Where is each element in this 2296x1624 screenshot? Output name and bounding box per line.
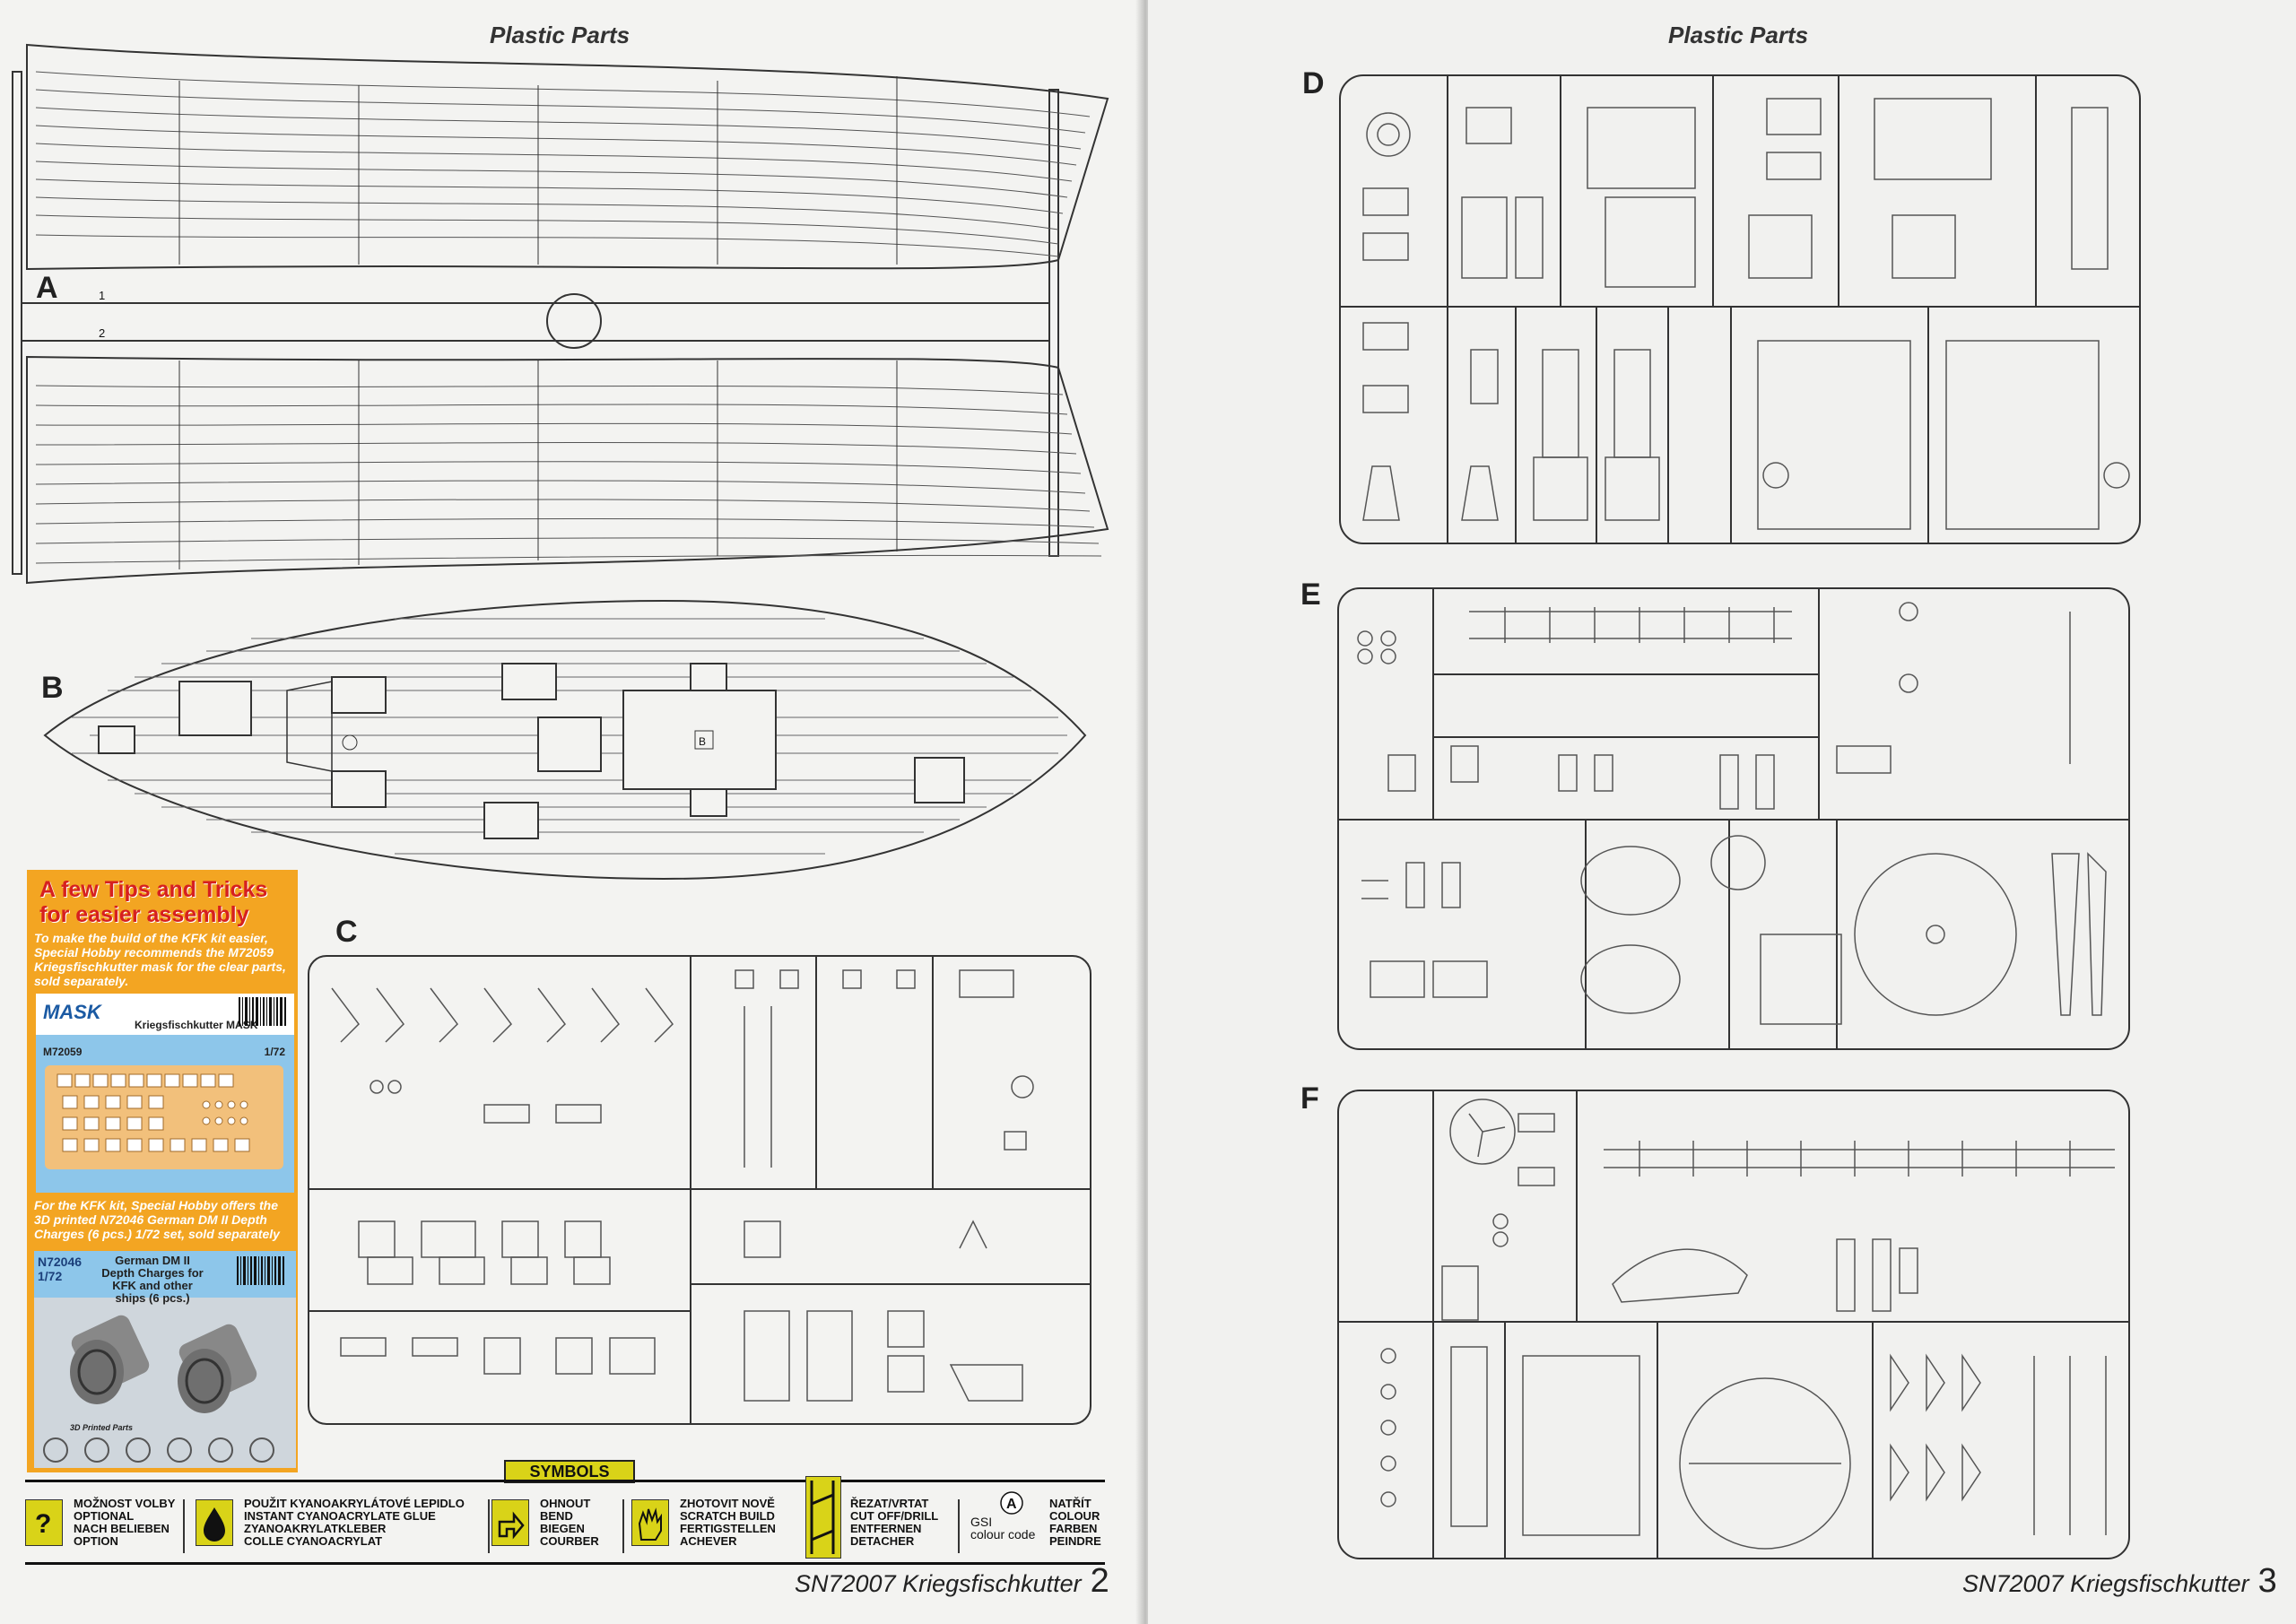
tips-text-depth-charges: For the KFK kit, Special Hobby offers th… <box>34 1198 280 1241</box>
cut-icon <box>805 1476 841 1559</box>
sprue-label-e: E <box>1300 578 1321 612</box>
sprue-b-deck-drawing: B <box>43 599 1087 881</box>
sprue-label-b: B <box>41 671 64 705</box>
tips-title: A few Tips and Tricks for easier assembl… <box>39 877 268 927</box>
mask-product-name: Kriegsfischkutter MASK <box>135 1019 258 1031</box>
hand-icon <box>631 1499 669 1546</box>
mask-product-card: MASK Kriegsfischkutter MASK M72059 1/72 <box>36 994 294 1193</box>
symbols-title: SYMBOLS <box>504 1460 635 1483</box>
sprue-a-number-2: 2 <box>99 326 106 340</box>
bend-arrow-icon <box>491 1499 529 1546</box>
sprue-label-d: D <box>1302 66 1325 100</box>
mask-logo: MASK <box>43 1001 101 1023</box>
sprue-a-number-1: 1 <box>99 289 106 302</box>
depth-charge-image <box>70 1315 257 1413</box>
svg-text:?: ? <box>35 1509 51 1539</box>
sprue-c-drawing <box>308 955 1091 1425</box>
page-heading: Plastic Parts <box>1668 22 1809 48</box>
sprue-f-drawing <box>1337 1090 2130 1559</box>
glue-drop-icon <box>196 1499 233 1546</box>
dc-product-name: German DM II Depth Charges for KFK and o… <box>101 1254 204 1305</box>
instruction-page-right: Plastic Parts D E <box>1148 0 2296 1624</box>
page-heading: Plastic Parts <box>490 22 631 48</box>
deck-part-b-label: B <box>699 735 706 748</box>
mask-scale: 1/72 <box>264 1046 285 1058</box>
svg-text:A: A <box>1006 1497 1017 1512</box>
sprue-a-drawing <box>12 43 1109 585</box>
barcode-icon <box>237 1256 284 1285</box>
mask-code: M72059 <box>43 1046 83 1058</box>
dc-caption: 3D Printed Parts <box>70 1423 134 1432</box>
sprue-e-drawing <box>1337 587 2130 1050</box>
paint-code-icon: A <box>1000 1491 1023 1515</box>
tips-box: A few Tips and Tricks for easier assembl… <box>27 870 298 1472</box>
tips-text-mask: To make the build of the KFK kit easier,… <box>34 931 286 988</box>
sprue-label-a: A <box>36 271 58 305</box>
barcode-icon <box>239 997 286 1026</box>
sprue-d-drawing <box>1339 74 2141 544</box>
depth-charge-wheels-image <box>43 1437 274 1463</box>
instruction-page-left: Plastic Parts A 1 2 <box>0 0 1141 1624</box>
question-icon: ? <box>25 1499 63 1546</box>
sprue-label-f: F <box>1300 1081 1319 1116</box>
sprue-label-c: C <box>335 915 358 949</box>
mask-sheet-image <box>45 1065 283 1169</box>
